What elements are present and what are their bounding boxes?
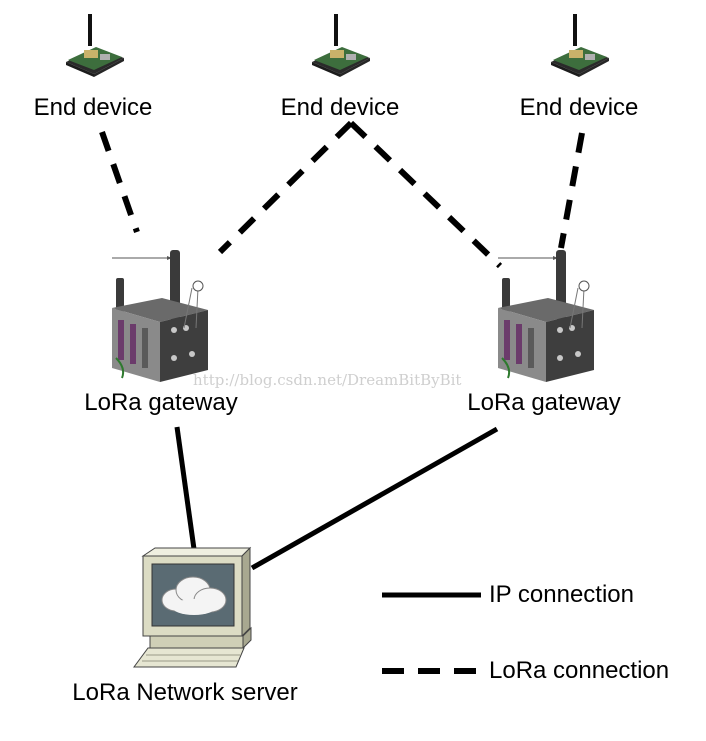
lora-links — [99, 120, 585, 269]
end-device-label: End device — [280, 94, 400, 121]
lora-link-end2-gw2 — [348, 120, 503, 269]
lora-link-end2-gw1 — [217, 120, 354, 255]
gateway-icon — [497, 249, 595, 383]
gateway-label: LoRa gateway — [467, 389, 621, 416]
legend-ip-label: IP connection — [489, 581, 634, 608]
ip-links — [174, 426, 499, 571]
gateway-icon — [111, 249, 209, 383]
legend — [382, 592, 481, 674]
end-device-label: End device — [519, 94, 639, 121]
watermark: http://blog.csdn.net/DreamBitByBit — [193, 371, 462, 389]
lora-link-end1-gw1 — [99, 131, 140, 233]
legend-lora-label: LoRa connection — [489, 657, 670, 684]
server-label: LoRa Network server — [72, 679, 298, 706]
ip-link-gw2-server — [250, 426, 499, 571]
lora-link-end3-gw2 — [558, 132, 585, 249]
cloud-icon — [161, 576, 227, 615]
end-device-icon — [64, 12, 126, 79]
ip-link-gw1-server — [174, 426, 197, 550]
end-device-icon — [549, 12, 611, 79]
end-device-icon — [310, 12, 372, 79]
end-device-label: End device — [33, 94, 153, 121]
gateway-label: LoRa gateway — [84, 389, 238, 416]
computer-icon — [133, 546, 252, 668]
